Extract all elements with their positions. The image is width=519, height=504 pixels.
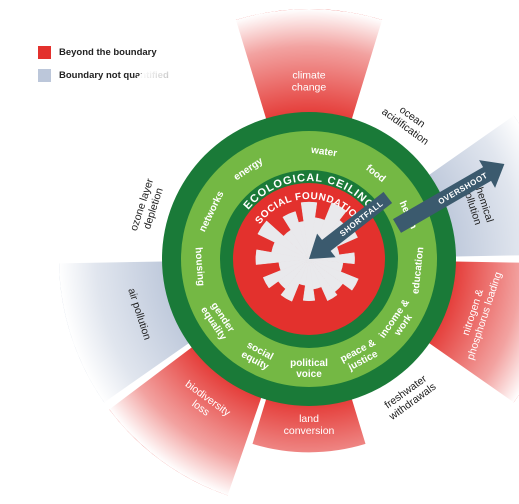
shortfall-wedge-23 <box>298 221 310 260</box>
shortfall-arrow-head <box>309 233 336 259</box>
legend-item-not-quantified: Boundary not quantified <box>38 67 169 84</box>
legend-label-beyond: Beyond the boundary <box>59 47 157 58</box>
legend-swatch-beyond <box>38 46 51 59</box>
legend: Beyond the boundary Boundary not quantif… <box>38 44 169 90</box>
legend-swatch-not-quantified <box>38 69 51 82</box>
legend-item-beyond: Beyond the boundary <box>38 44 169 61</box>
overshoot-arrow-shape <box>393 160 505 233</box>
social-label-housing: housing <box>192 247 206 287</box>
social-label-education: education <box>410 246 426 294</box>
legend-label-not-quantified: Boundary not quantified <box>59 70 169 81</box>
shortfall-arrow-shaft <box>318 191 393 254</box>
social-label-water: water <box>309 145 337 160</box>
